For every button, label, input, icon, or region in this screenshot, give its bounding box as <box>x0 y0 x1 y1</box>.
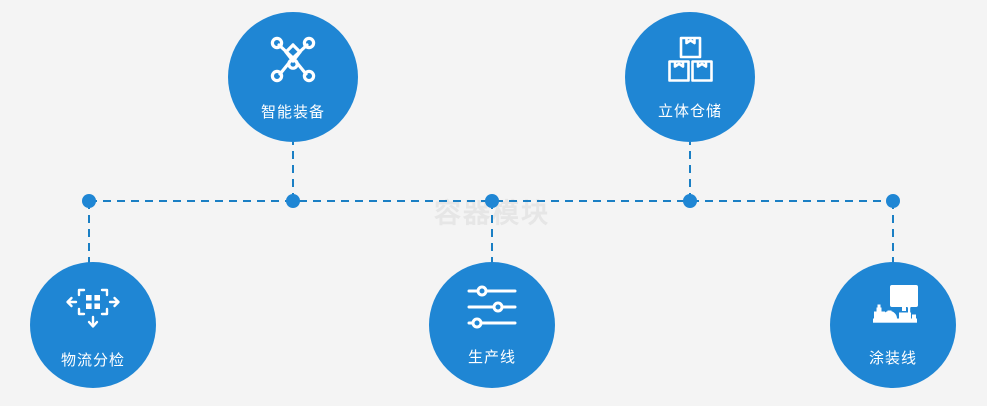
network-nodes-icon <box>266 33 320 87</box>
junction-dot-1 <box>82 194 96 208</box>
node-zhineng-zhuangbei[interactable]: 智能装备 <box>228 12 358 142</box>
node-wuliu-fenjian[interactable]: 物流分检 <box>30 262 156 388</box>
junction-dot-3 <box>485 194 499 208</box>
sliders-icon <box>465 284 519 330</box>
node-tuzhuangxian[interactable]: 涂装线 <box>830 262 956 388</box>
node-label-shengchanxian: 生产线 <box>467 348 516 366</box>
junction-dot-5 <box>886 194 900 208</box>
junction-dot-2 <box>286 194 300 208</box>
node-shengchanxian[interactable]: 生产线 <box>429 262 555 388</box>
sorting-arrows-icon <box>65 281 121 333</box>
node-label-tuzhuangxian: 涂装线 <box>868 349 917 367</box>
node-label-liti-cangchu: 立体仓储 <box>657 102 722 120</box>
node-liti-cangchu[interactable]: 立体仓储 <box>625 12 755 142</box>
node-label-wuliu-fenjian: 物流分检 <box>60 351 125 369</box>
junction-dot-4 <box>683 194 697 208</box>
stacked-boxes-icon <box>664 34 716 86</box>
factory-monitor-icon <box>864 283 922 331</box>
node-label-zhineng-zhuangbei: 智能装备 <box>260 103 325 121</box>
